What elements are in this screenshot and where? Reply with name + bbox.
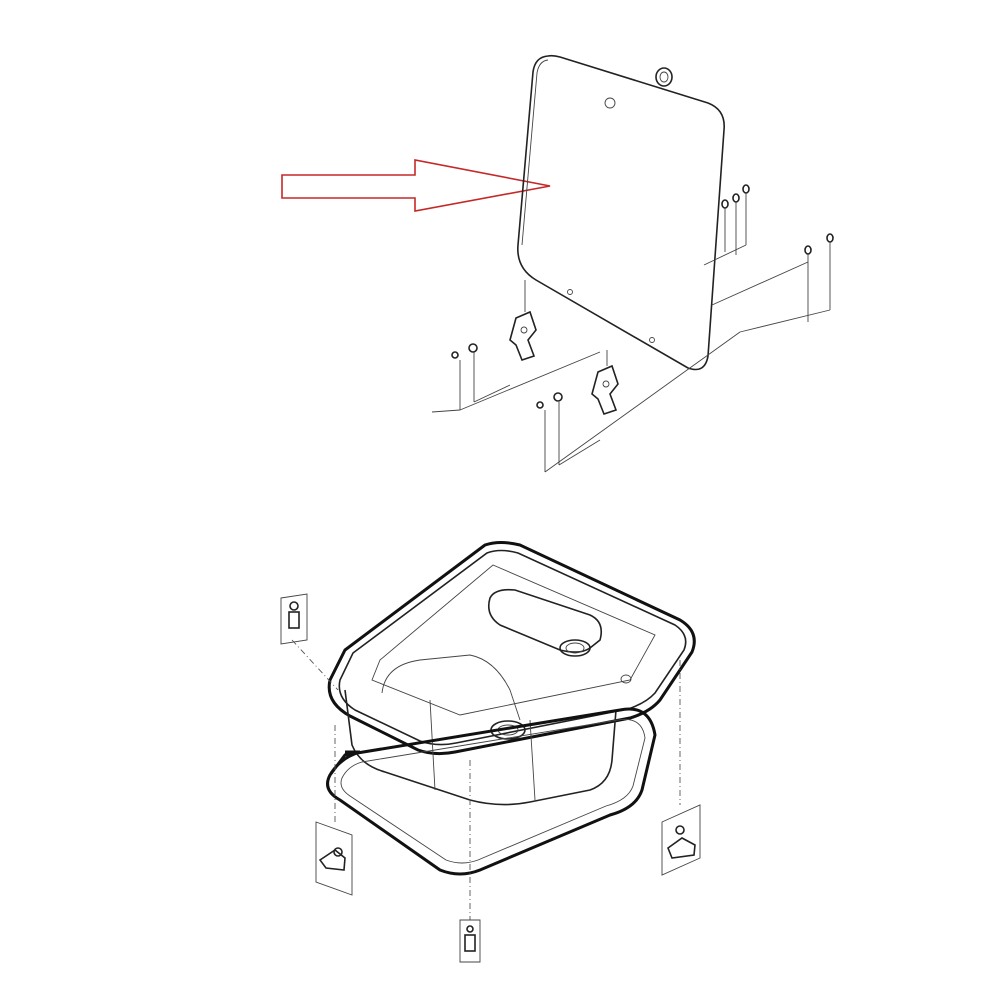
lid-hinge-left <box>509 280 537 361</box>
mounting-clip-4 <box>661 804 701 876</box>
gasket-seal <box>326 707 657 876</box>
mounting-clip-1 <box>280 593 308 645</box>
mounting-clip-3 <box>459 919 481 963</box>
alignment-lines <box>291 639 681 920</box>
sink-basin[interactable] <box>327 541 696 806</box>
glass-lid[interactable] <box>517 54 725 371</box>
lid-hinge-right <box>591 350 619 415</box>
indicator-arrow <box>281 159 551 212</box>
mounting-clip-2 <box>315 821 353 896</box>
screws-washers-left <box>431 331 741 473</box>
screws-washers-right <box>703 184 834 333</box>
lid-knob <box>655 67 673 87</box>
